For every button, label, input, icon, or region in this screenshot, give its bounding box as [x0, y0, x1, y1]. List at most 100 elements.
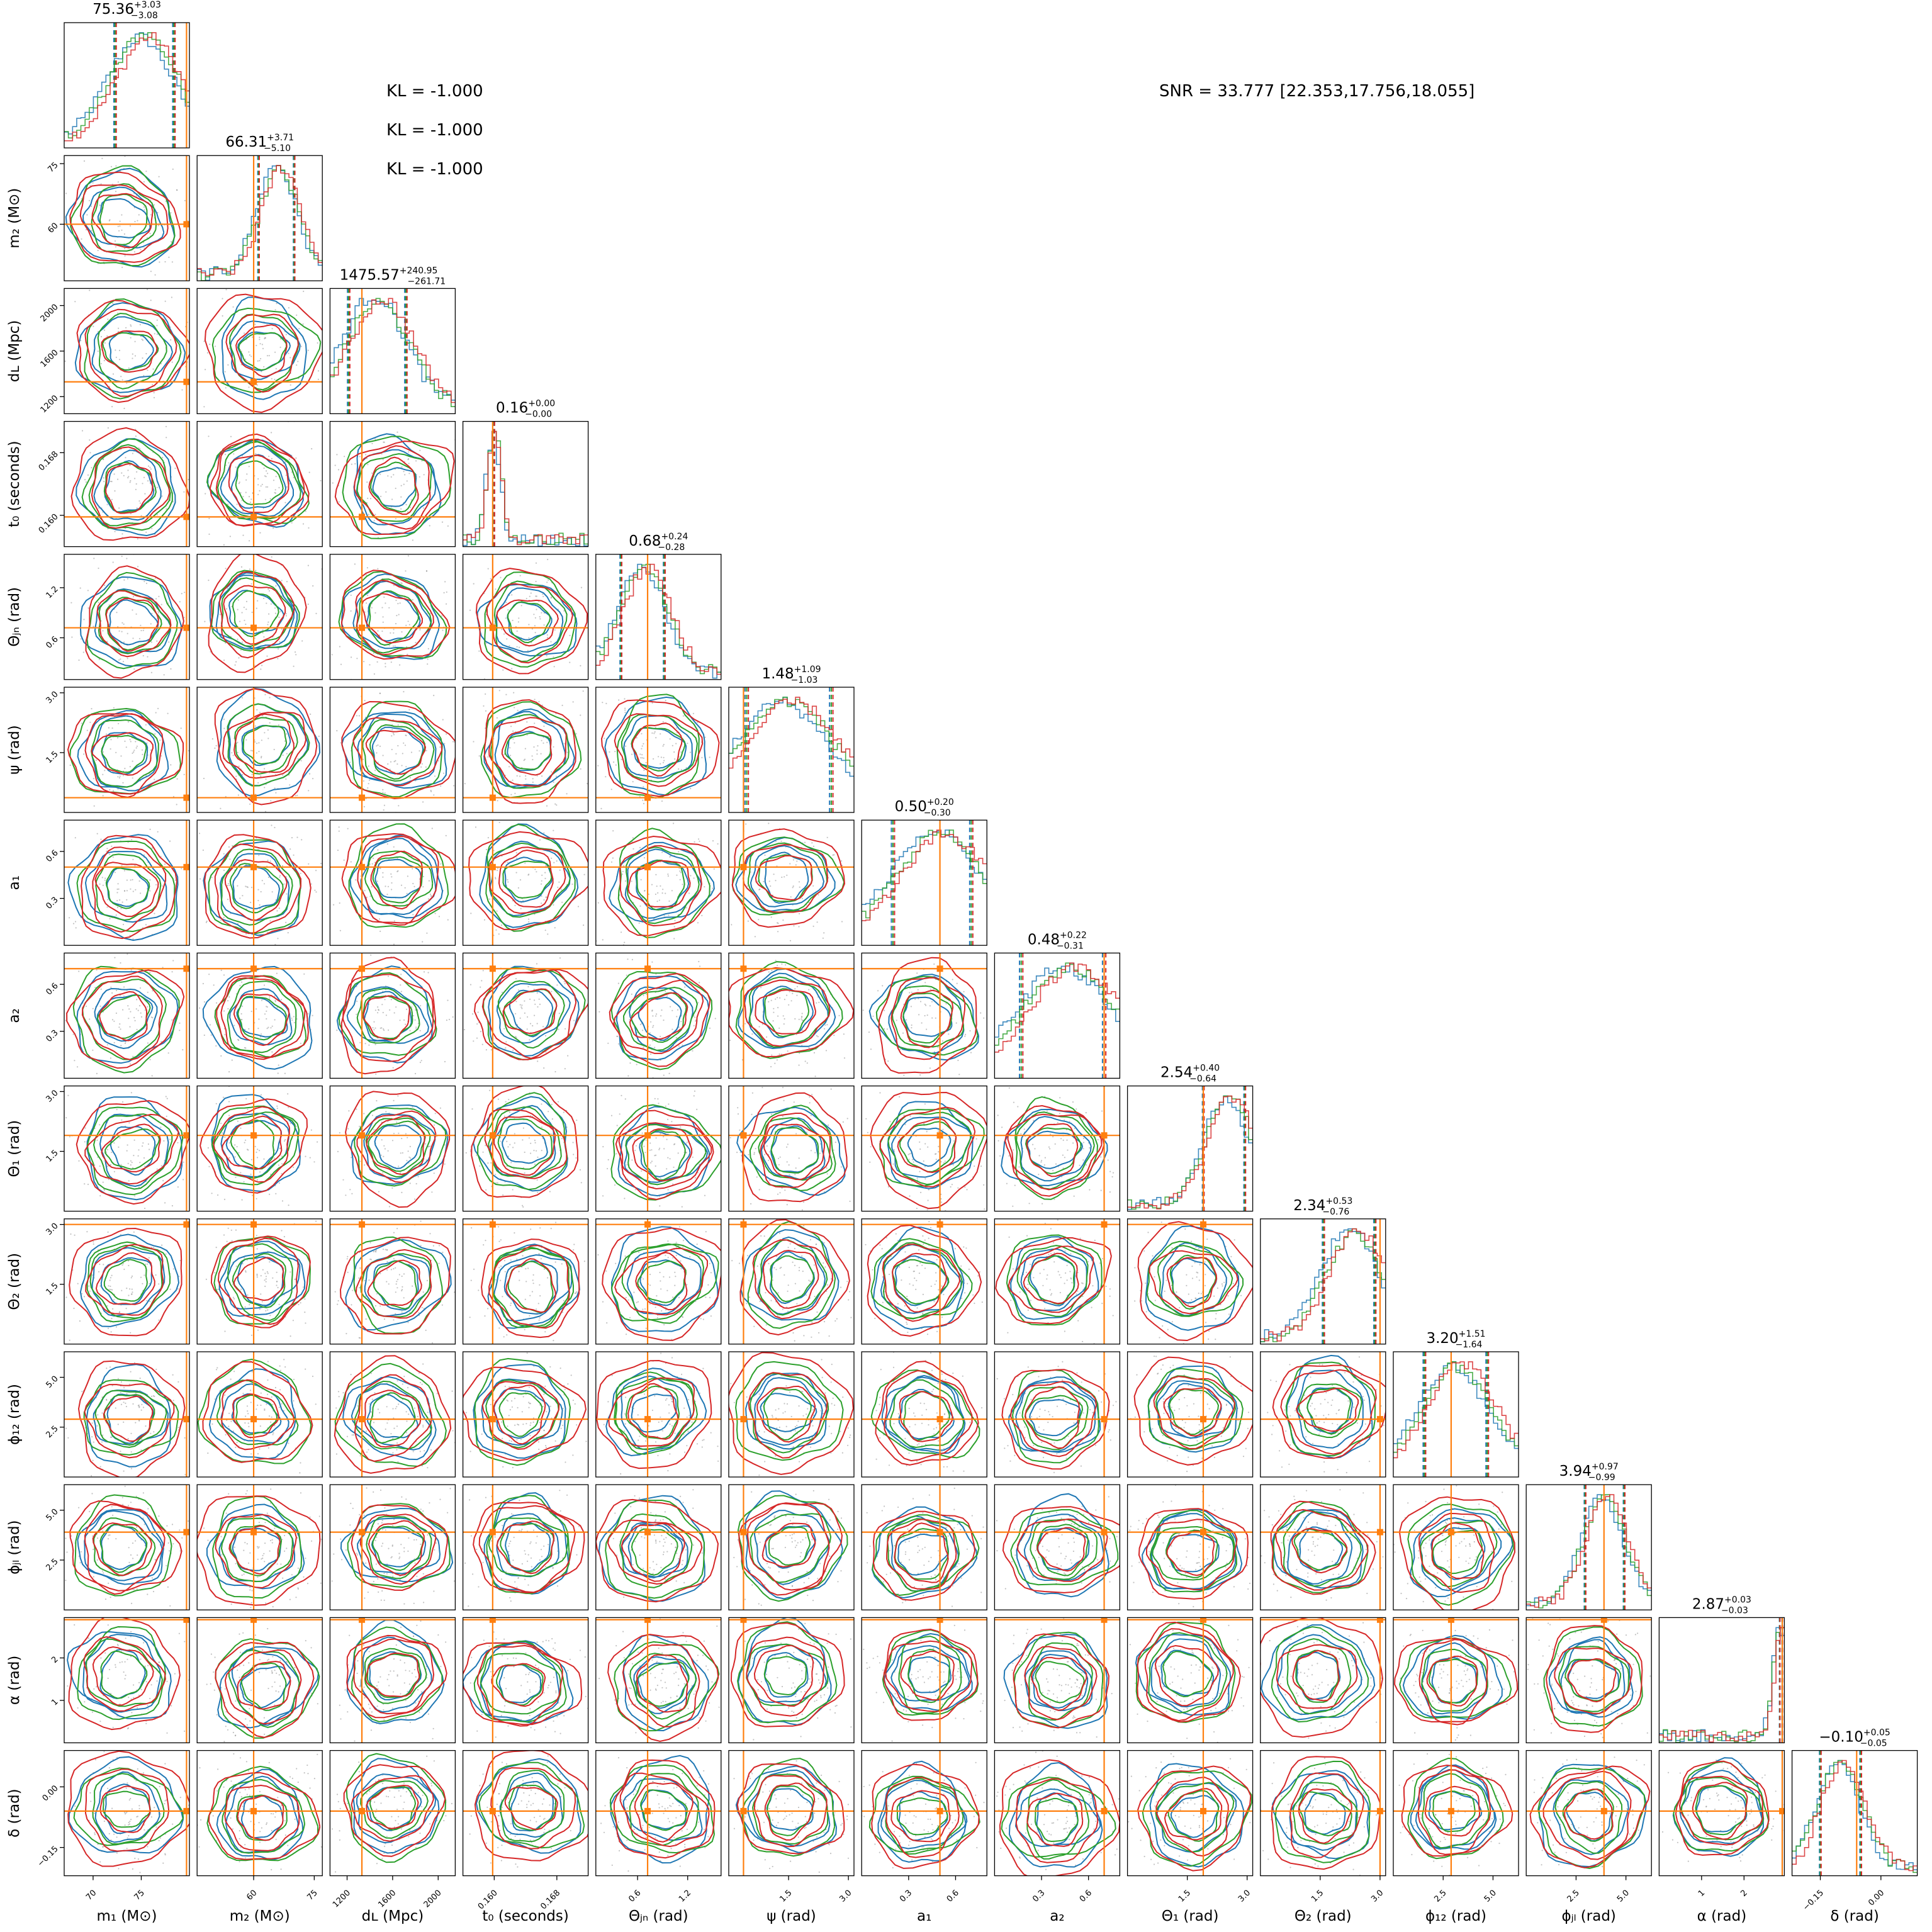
panel-frame — [595, 1218, 722, 1345]
panel-frame — [595, 1351, 722, 1478]
contour-series-2 — [368, 1520, 425, 1576]
y-axis-label: m₂ (M⊙) — [6, 188, 23, 249]
truth-marker — [1101, 1529, 1108, 1536]
x-tick-label: 2000 — [422, 1888, 444, 1909]
truth-marker — [1779, 1807, 1785, 1814]
contour-series-2 — [79, 184, 169, 256]
contour-series-0 — [1565, 1791, 1613, 1842]
panel-frame — [196, 288, 323, 415]
contour-series-2 — [77, 1360, 186, 1477]
contour-series-2 — [871, 1763, 980, 1869]
contour-series-0 — [1272, 1770, 1370, 1860]
contour-series-0 — [498, 1664, 542, 1704]
x-axis-label: δ (rad) — [1830, 1908, 1879, 1924]
contour-series-2 — [362, 995, 410, 1041]
contour-series-2 — [753, 1775, 828, 1848]
contour-series-0 — [505, 1522, 551, 1572]
contour-series-0 — [363, 1113, 436, 1180]
contour-series-0 — [1008, 1376, 1101, 1453]
contour-panel-5-3 — [462, 687, 589, 813]
contour-series-2 — [204, 293, 323, 413]
truth-marker — [183, 794, 189, 801]
contour-series-2 — [1398, 1496, 1516, 1610]
contour-series-1 — [621, 1243, 704, 1324]
contour-series-2 — [739, 1219, 850, 1336]
contour-series-2 — [218, 571, 295, 659]
contour-series-2 — [217, 1237, 299, 1325]
contour-series-1 — [898, 1636, 962, 1714]
hist-series-2 — [197, 165, 323, 276]
panel-frame — [196, 1351, 323, 1478]
contour-series-1 — [354, 1380, 432, 1450]
y-tick-label: −0.15 — [36, 1845, 60, 1869]
contour-series-0 — [736, 1106, 846, 1196]
contour-series-0 — [76, 970, 179, 1064]
contour-series-1 — [507, 1261, 554, 1313]
contour-series-1 — [366, 1653, 421, 1699]
x-tick-label: 5.0 — [1483, 1888, 1498, 1904]
y-tick-label: 1.2 — [44, 585, 60, 600]
panel-frame — [196, 1617, 323, 1744]
panel-frame — [994, 952, 1121, 1079]
contour-series-2 — [92, 1522, 153, 1576]
contour-series-0 — [598, 1495, 705, 1602]
contour-series-2 — [208, 554, 307, 673]
contour-panel-5-1 — [196, 687, 323, 813]
contour-series-0 — [1003, 1634, 1108, 1729]
truth-marker — [183, 863, 189, 870]
contour-series-2 — [894, 1522, 949, 1583]
panel-frame — [329, 687, 456, 813]
contour-series-1 — [365, 1117, 431, 1178]
hist-series-0 — [729, 697, 854, 777]
hist-panel-9: 2.34+0.53−0.76 — [1260, 1196, 1386, 1345]
contour-series-0 — [1145, 1225, 1240, 1331]
contour-series-2 — [629, 992, 688, 1040]
contour-series-0 — [228, 703, 309, 787]
contour-series-2 — [1280, 1369, 1377, 1455]
contour-series-0 — [223, 1251, 301, 1310]
contour-series-2 — [359, 1514, 437, 1585]
panel-frame — [196, 687, 323, 813]
kl-annotation-2: KL = -1.000 — [386, 121, 483, 140]
contour-series-1 — [1295, 1649, 1339, 1703]
panel-frame — [861, 1749, 987, 1877]
contour-panel-12-10 — [1393, 1617, 1519, 1744]
contour-series-1 — [763, 1388, 812, 1441]
contour-series-1 — [356, 578, 432, 654]
contour-series-0 — [65, 167, 176, 268]
contour-series-2 — [627, 1383, 679, 1440]
panel-frame — [1393, 1351, 1519, 1478]
contour-series-2 — [66, 969, 185, 1069]
contour-series-1 — [497, 1118, 553, 1170]
y-tick-label: 2000 — [39, 303, 60, 324]
contour-series-0 — [82, 1634, 162, 1713]
contour-series-0 — [216, 1768, 304, 1861]
hist-series-2 — [862, 829, 987, 921]
truth-marker — [1101, 1416, 1108, 1423]
contour-series-0 — [100, 1257, 153, 1305]
contour-series-0 — [106, 867, 149, 907]
contour-series-1 — [372, 1525, 424, 1571]
kl-annotation-1: KL = -1.000 — [386, 82, 483, 101]
truth-marker — [489, 1416, 496, 1423]
y-axis-label: α (rad) — [6, 1656, 23, 1705]
contour-series-0 — [345, 1238, 452, 1331]
contour-series-0 — [868, 974, 980, 1061]
panel-frame — [64, 554, 190, 680]
contour-panel-12-4 — [595, 1617, 722, 1744]
contour-series-0 — [221, 296, 307, 400]
contour-series-2 — [867, 1224, 982, 1337]
contour-series-1 — [86, 571, 178, 670]
contour-series-2 — [76, 1100, 189, 1205]
contour-series-2 — [483, 699, 576, 804]
contour-series-2 — [69, 1227, 183, 1337]
y-axis-label: Θ₁ (rad) — [6, 1120, 23, 1177]
contour-series-0 — [76, 438, 176, 537]
panel-frame — [462, 952, 589, 1079]
contour-panel-5-2 — [329, 687, 456, 813]
contour-series-2 — [635, 1252, 688, 1311]
truth-marker — [359, 624, 366, 631]
panel-frame — [462, 1218, 589, 1345]
contour-series-1 — [1293, 1528, 1348, 1571]
hist-panel-10: 3.20+1.51−1.64 — [1393, 1329, 1519, 1478]
